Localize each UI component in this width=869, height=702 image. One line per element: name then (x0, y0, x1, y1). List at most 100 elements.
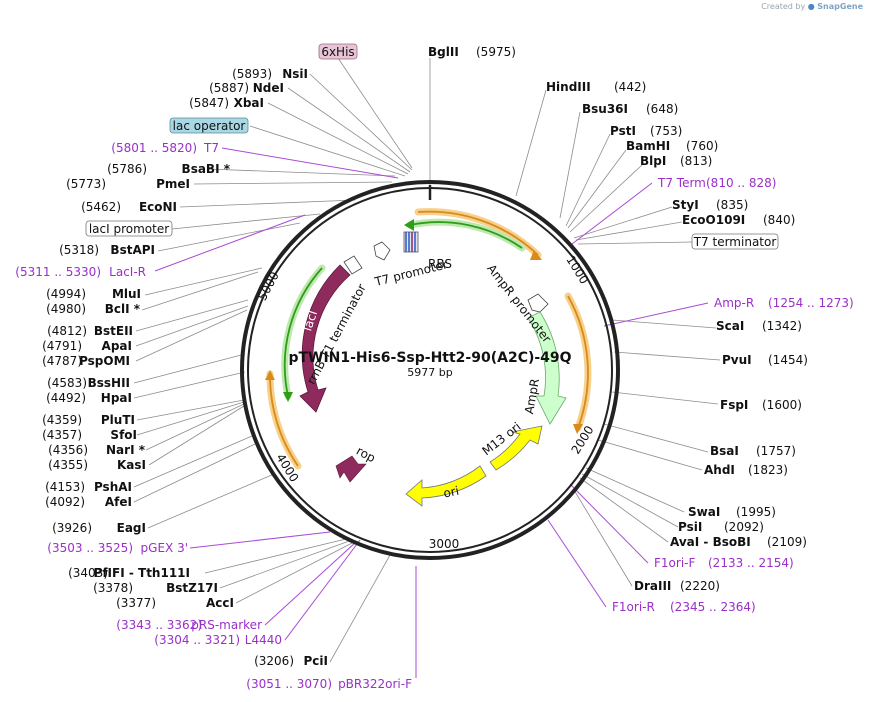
site-name: BstZ17I (166, 581, 218, 595)
site-position: (3206) (254, 654, 294, 668)
ampr-promoter-arrow-icon (527, 293, 549, 313)
primer-position: (3304 .. 3321) (154, 633, 240, 647)
plasmid-length: 5977 bp (407, 366, 452, 379)
feature-box (318, 43, 358, 60)
site-name: AvaI - BsoBI (670, 535, 751, 549)
site-position: (1823) (748, 463, 788, 477)
site-name: BglII (428, 45, 459, 59)
ori-arrow (405, 465, 487, 507)
site-name: PfIFI - Tth111I (94, 566, 190, 580)
site-position: (1600) (762, 398, 802, 412)
site-position: (835) (716, 198, 748, 212)
site-position: (3378) (93, 581, 133, 595)
site-position: (753) (650, 124, 682, 138)
orf-arrowhead-icon (265, 370, 275, 380)
feature-label: ori (442, 484, 460, 501)
site-name: PvuI (722, 353, 752, 367)
site-name: AhdI (704, 463, 735, 477)
primer-position: (3051 .. 3070) (246, 677, 332, 691)
site-position: (5462) (81, 200, 121, 214)
site-name: PspOMI (79, 354, 130, 368)
site-position: (4357) (42, 428, 82, 442)
orf-arrowhead-icon (573, 424, 583, 434)
site-position: (5893) (232, 67, 272, 81)
site-position: (4812) (47, 324, 87, 338)
boxed-feature-label: 6xHis (321, 45, 354, 59)
site-position: (3926) (52, 521, 92, 535)
site-name: HindIII (546, 80, 591, 94)
site-position: (2220) (680, 579, 720, 593)
primer-position: (5801 .. 5820) (111, 141, 197, 155)
site-position: (2092) (724, 520, 764, 534)
site-name: NarI * (106, 443, 146, 457)
feature-box (691, 233, 779, 250)
site-name: XbaI (234, 96, 264, 110)
site-position: (5847) (189, 96, 229, 110)
primer-position: (1254 .. 1273) (768, 296, 854, 310)
feature-label: RBS (428, 257, 452, 271)
site-name: SwaI (688, 505, 720, 519)
site-name: NdeI (253, 81, 284, 95)
site-name: AfeI (105, 495, 132, 509)
site-name: BssHII (88, 376, 130, 390)
site-position: (3377) (116, 596, 156, 610)
primer-name: Amp-R (714, 296, 754, 310)
snapgene-logo-icon: ● (807, 2, 815, 11)
primer-name: T7 (203, 141, 219, 155)
site-name: EcoNI (139, 200, 177, 214)
site-name: MluI (112, 287, 141, 301)
feature-label: T7 promoter (372, 257, 449, 289)
primer-name: T7 Term (657, 176, 706, 190)
site-position: (3403) (68, 566, 108, 580)
site-labels: BglII(5975)HindIII(442)Bsu36I(648)PstI(7… (15, 45, 853, 691)
orf-arcs (265, 208, 592, 470)
primer-name: pGEX 3' (141, 541, 188, 555)
site-position: (1995) (736, 505, 776, 519)
terminator-marker-icon (343, 255, 363, 275)
site-position: (4791) (42, 339, 82, 353)
primer-position: (810 .. 828) (706, 176, 776, 190)
m13-ori-arrow (489, 425, 543, 471)
site-name: KasI (117, 458, 146, 472)
site-name: HpaI (101, 391, 132, 405)
site-position: (5773) (66, 177, 106, 191)
site-position: (5975) (476, 45, 516, 59)
boxed-feature-label: T7 terminator (693, 235, 777, 249)
site-position: (5786) (107, 162, 147, 176)
site-name: BsaBI * (182, 162, 231, 176)
feature-box (85, 220, 173, 237)
site-name: PshAI (94, 480, 132, 494)
site-name: EagI (117, 521, 146, 535)
site-name: DraIII (634, 579, 671, 593)
primer-name: F1ori-R (612, 600, 655, 614)
watermark-prefix: Created by (761, 2, 806, 11)
primer-position: (5311 .. 5330) (15, 265, 101, 279)
site-position: (1342) (762, 319, 802, 333)
laci-arrow (299, 264, 351, 413)
site-name: Bsu36I (582, 102, 628, 116)
site-name: ApaI (102, 339, 132, 353)
site-position: (4092) (45, 495, 85, 509)
feature-box (169, 117, 249, 134)
orf-arrowhead-icon (530, 250, 542, 260)
feature-label: rop (354, 444, 378, 466)
boxed-feature-3: T7 terminator (691, 233, 779, 250)
green-orf-arrowhead-icon (404, 219, 414, 231)
site-name: PstI (610, 124, 636, 138)
watermark-brand: SnapGene (817, 2, 863, 11)
feature-label: AmpR (522, 377, 542, 415)
site-name: BstEII (94, 324, 133, 338)
site-name: PmeI (156, 177, 190, 191)
site-position: (648) (646, 102, 678, 116)
primer-position: (2345 .. 2364) (670, 600, 756, 614)
site-position: (4359) (42, 413, 82, 427)
backbone (240, 180, 620, 560)
snapgene-watermark: Created by ● SnapGene (761, 2, 863, 11)
site-name: PsiI (678, 520, 702, 534)
boxed-feature-label: lac operator (173, 119, 246, 133)
site-name: BstAPI (110, 243, 155, 257)
site-position: (813) (680, 154, 712, 168)
site-name: SfoI (110, 428, 137, 442)
